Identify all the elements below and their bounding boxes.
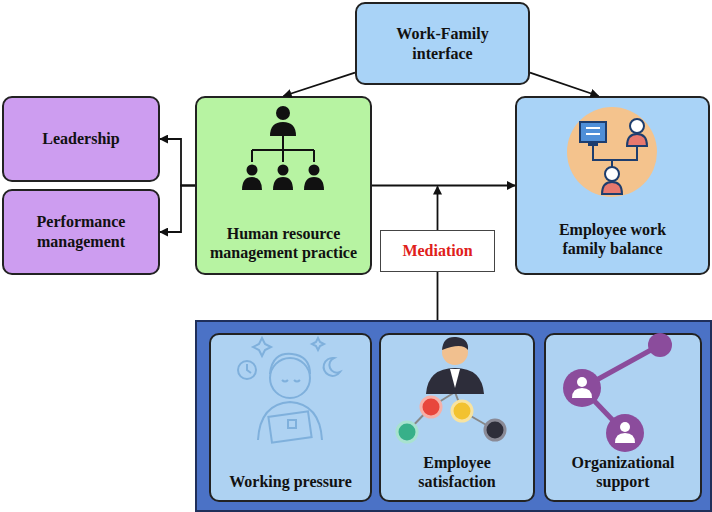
org-chart-icon	[242, 106, 324, 190]
node-label: Leadership	[42, 129, 119, 149]
context-box: Work-Family interface	[355, 2, 530, 85]
node-label: Work-Family interface	[368, 24, 518, 63]
mediator-band: Working pressure Employee satisfaction Org…	[195, 320, 712, 512]
connector-arrow	[530, 73, 599, 96]
node-label: Human resource management practice	[209, 224, 359, 263]
mediator-box: Employee satisfaction	[379, 333, 535, 502]
connector-arrow	[284, 73, 356, 96]
mediation-box: Mediation	[380, 230, 495, 272]
practice-box: Human resource management practice	[195, 96, 372, 275]
node-label: Organizational support	[548, 453, 698, 492]
balance-icon	[567, 107, 657, 197]
satisfaction-icon	[397, 337, 505, 442]
support-icon	[563, 333, 672, 452]
node-label: Employee satisfaction	[387, 453, 527, 492]
node-label: Working pressure	[229, 472, 352, 492]
node-label: Mediation	[402, 241, 472, 261]
node-label: Performance management	[16, 212, 146, 251]
outcome-box: Performance management	[2, 189, 160, 275]
mediator-box: Working pressure	[209, 333, 372, 502]
connector-arrow	[160, 186, 195, 233]
connector-arrow	[160, 139, 195, 186]
mediation-pointer	[437, 187, 439, 231]
result-box: Employee work family balance	[515, 96, 710, 275]
mediator-box: Organizational support	[544, 333, 702, 502]
connector-arrow	[372, 185, 515, 187]
node-label: Employee work family balance	[543, 220, 683, 259]
outcome-box: Leadership	[2, 96, 160, 182]
connector-arrow	[437, 272, 439, 320]
pressure-icon	[238, 338, 340, 443]
